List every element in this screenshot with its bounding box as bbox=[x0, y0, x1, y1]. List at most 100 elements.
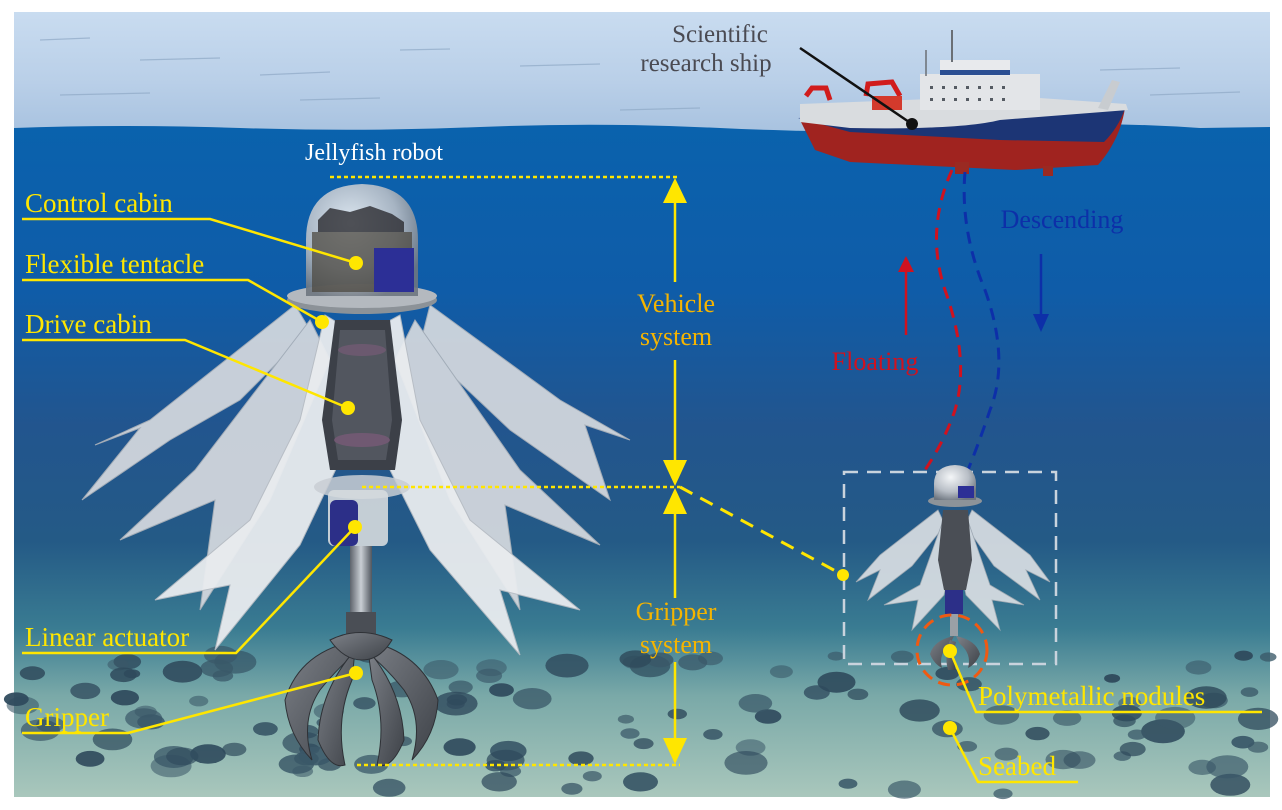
callout-gripper: Gripper bbox=[25, 702, 109, 732]
control-cabin-leader bbox=[22, 217, 357, 265]
nodule bbox=[190, 744, 226, 764]
nodule bbox=[353, 697, 376, 710]
nodule bbox=[899, 699, 940, 722]
gripper-system-label-1: Gripper bbox=[636, 597, 717, 626]
nodule bbox=[19, 666, 45, 681]
nodule bbox=[724, 751, 768, 775]
nodule bbox=[545, 653, 589, 678]
nodule bbox=[667, 708, 687, 720]
nodule bbox=[222, 742, 247, 757]
nodule bbox=[189, 695, 209, 707]
nodule bbox=[123, 669, 141, 679]
ship-label-line1: Scientific bbox=[672, 21, 768, 48]
ship-label-line2: research ship bbox=[640, 50, 771, 77]
nodule bbox=[253, 722, 278, 736]
nodule bbox=[738, 694, 773, 713]
nodule bbox=[1118, 696, 1142, 710]
nodule bbox=[476, 668, 503, 683]
nodule bbox=[582, 771, 602, 782]
descending-trajectory bbox=[962, 171, 1001, 471]
callout-seabed: Seabed bbox=[978, 751, 1056, 781]
sea-ripples bbox=[39, 37, 1241, 111]
nodule bbox=[617, 714, 635, 724]
nodule bbox=[678, 654, 708, 671]
nodule bbox=[1052, 710, 1082, 726]
nodule bbox=[754, 709, 782, 724]
gripper-highlight-circle bbox=[915, 613, 989, 687]
nodule bbox=[633, 738, 654, 750]
nodule bbox=[1234, 650, 1253, 661]
jellyfish-robot-small bbox=[842, 465, 1058, 687]
seabed-leader bbox=[948, 727, 1078, 784]
nodule bbox=[1240, 687, 1259, 697]
floating-trajectory bbox=[923, 169, 963, 471]
vehicle-bottom-arrow-icon bbox=[663, 460, 687, 486]
nodule bbox=[619, 650, 652, 668]
nodule bbox=[70, 682, 101, 700]
nodule bbox=[568, 751, 594, 766]
nodule bbox=[448, 680, 473, 694]
nodule bbox=[481, 772, 517, 792]
seabed-nodules bbox=[3, 645, 1279, 800]
nodule bbox=[827, 651, 845, 661]
nodule bbox=[1025, 726, 1050, 741]
callout-control-cabin: Control cabin bbox=[25, 188, 173, 218]
nodule bbox=[125, 708, 163, 729]
nodules-dot bbox=[943, 644, 957, 658]
floating-label: Floating bbox=[832, 347, 919, 376]
nodule bbox=[443, 738, 476, 756]
nodule bbox=[847, 688, 869, 700]
vehicle-system-label-1: Vehicle bbox=[637, 289, 715, 318]
callout-drive-cabin: Drive cabin bbox=[25, 309, 152, 339]
drive-cabin-leader bbox=[22, 338, 349, 410]
polymetallic-nodules-leader bbox=[948, 650, 1262, 714]
ship-callout-dot bbox=[906, 118, 918, 130]
gripper-bottom-arrow-icon bbox=[663, 738, 687, 764]
callouts-right bbox=[948, 650, 1262, 784]
callout-dots-left bbox=[315, 256, 363, 680]
nodule bbox=[372, 778, 406, 797]
nodule bbox=[623, 772, 658, 792]
nodule bbox=[887, 780, 921, 799]
nodule bbox=[1185, 660, 1212, 675]
zoom-connector-line bbox=[679, 485, 844, 577]
vehicle-top-arrow-icon bbox=[663, 178, 687, 203]
nodule bbox=[620, 728, 640, 739]
nodule bbox=[162, 660, 203, 683]
nodule bbox=[423, 660, 459, 680]
nodule bbox=[817, 671, 856, 693]
nodule bbox=[994, 747, 1019, 761]
nodule bbox=[200, 659, 234, 678]
callout-polymetallic-nodules: Polymetallic nodules bbox=[978, 681, 1205, 711]
descending-label: Descending bbox=[1001, 205, 1124, 234]
descending-arrow-icon bbox=[1033, 314, 1049, 332]
nodule bbox=[1045, 749, 1081, 770]
gripper-leader bbox=[22, 671, 357, 735]
nodule bbox=[1259, 652, 1277, 662]
nodule bbox=[512, 688, 552, 710]
dimension-lines bbox=[330, 175, 849, 767]
nodule bbox=[1185, 686, 1227, 709]
nodule bbox=[935, 667, 959, 680]
flexible-tentacle-leader bbox=[22, 278, 323, 324]
nodule bbox=[1104, 674, 1121, 683]
nodule bbox=[983, 705, 1020, 725]
linear-actuator-leader bbox=[22, 526, 356, 655]
nodule bbox=[75, 750, 105, 767]
nodule bbox=[1210, 773, 1251, 796]
nodule bbox=[769, 665, 793, 679]
nodule bbox=[838, 778, 858, 789]
gripper-top-arrow-icon bbox=[663, 488, 687, 514]
callout-linear-actuator: Linear actuator bbox=[25, 622, 189, 652]
nodule bbox=[1119, 741, 1146, 757]
nodule bbox=[1206, 755, 1249, 779]
gripper-system-label-2: system bbox=[640, 630, 712, 659]
nodule bbox=[1231, 735, 1255, 749]
nodule bbox=[489, 683, 514, 697]
robot-title: Jellyfish robot bbox=[305, 140, 443, 166]
vehicle-system-label-2: system bbox=[640, 322, 712, 351]
nodule bbox=[1237, 707, 1279, 731]
nodule bbox=[110, 690, 139, 706]
nodule bbox=[561, 782, 583, 795]
